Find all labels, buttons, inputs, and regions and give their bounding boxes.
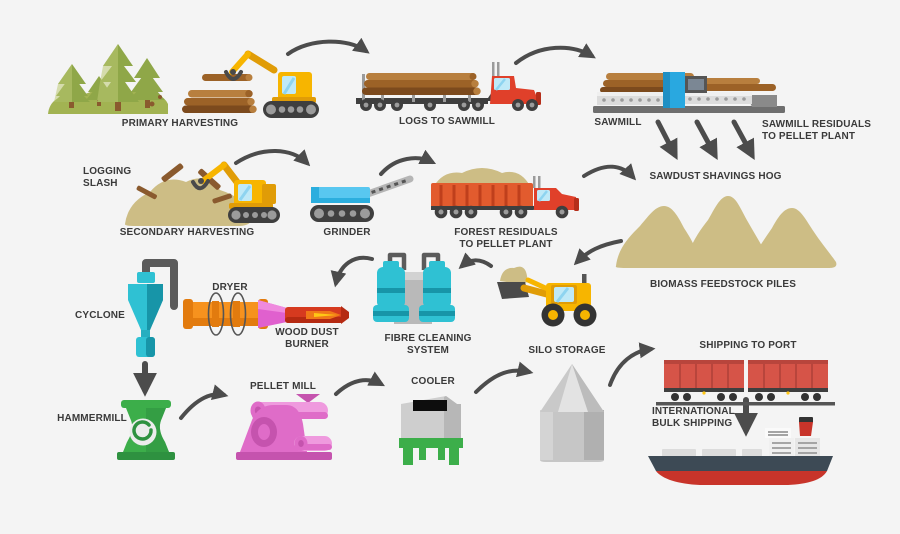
hammermill-icon — [117, 400, 175, 460]
label-logging-slash: LOGGING SLASH — [83, 166, 132, 189]
label-secondary-harvesting: SECONDARY HARVESTING — [119, 227, 255, 238]
label-biomass-feedstock-piles: BIOMASS FEEDSTOCK PILES — [649, 279, 797, 290]
biomass-piles-icon — [615, 196, 837, 268]
arrow-cooler-to-silo — [474, 361, 534, 394]
arrow-silo-to-train — [608, 342, 656, 387]
log-pile-icon — [182, 74, 257, 113]
arrow-grinder-to-truck — [379, 149, 437, 176]
wheel-loader-icon — [497, 266, 597, 327]
dryer-icon — [183, 292, 268, 336]
arrow-harvest-to-truck — [286, 37, 370, 56]
label-fibre-cleaning-system: FIBRE CLEANING SYSTEM — [384, 333, 472, 356]
chip-truck-icon — [431, 168, 579, 219]
arrow-sawmill-sawdust — [655, 119, 678, 161]
silo-icon — [540, 364, 604, 462]
sawmill-icon — [593, 72, 785, 113]
excavator-icon — [224, 50, 319, 118]
label-grinder: GRINDER — [323, 227, 371, 238]
label-sawmill-residuals: SAWMILL RESIDUALS TO PELLET PLANT — [762, 119, 872, 142]
ship-icon — [648, 417, 833, 485]
arrow-fibre-to-dryer — [330, 255, 374, 288]
arrow-truck-to-sawmill — [514, 43, 596, 65]
flow-arrows — [133, 37, 758, 437]
label-hog: HOG — [758, 171, 782, 182]
train-icon — [656, 360, 835, 406]
label-shipping-to-port: SHIPPING TO PORT — [699, 340, 797, 351]
label-pellet-mill: PELLET MILL — [249, 381, 317, 392]
label-shavings: SHAVINGS — [702, 171, 756, 182]
label-hammermill: HAMMERMILL — [57, 413, 127, 424]
pellet-mill-icon — [236, 394, 332, 460]
arrow-biomass-to-loader — [573, 239, 623, 266]
excavator-icon — [191, 161, 280, 223]
label-dryer: DRYER — [212, 282, 248, 293]
fibre-cleaner-icon — [373, 252, 455, 324]
arrow-pelletmill-to-cooler — [334, 371, 385, 396]
label-sawmill: SAWMILL — [594, 117, 642, 128]
label-international-bulk-shipping: INTERNATIONAL BULK SHIPPING — [652, 406, 735, 429]
grinder-icon — [310, 175, 414, 222]
cyclone-icon — [128, 259, 178, 357]
slash-pile-icon — [124, 163, 252, 226]
arrow-slash-to-grinder — [234, 149, 311, 167]
arrow-hammermill-to-pelletmill — [179, 384, 229, 420]
forest-icon — [48, 44, 168, 114]
arrow-loader-to-fibre — [458, 252, 493, 269]
arrow-truck-to-biomass — [582, 163, 637, 181]
label-sawdust: SAWDUST — [649, 171, 701, 182]
arrow-sawmill-hog — [731, 119, 755, 160]
cooler-icon — [399, 396, 463, 465]
log-truck-icon — [356, 62, 541, 111]
label-cooler: COOLER — [411, 376, 455, 387]
label-primary-harvesting: PRIMARY HARVESTING — [121, 118, 239, 129]
label-wood-dust-burner: WOOD DUST BURNER — [275, 327, 339, 350]
burner-icon — [258, 300, 349, 328]
arrow-sawmill-shavings — [694, 119, 718, 160]
label-cyclone: CYCLONE — [75, 310, 125, 321]
label-forest-residuals: FOREST RESIDUALS TO PELLET PLANT — [454, 227, 558, 250]
label-logs-to-sawmill: LOGS TO SAWMILL — [399, 116, 495, 127]
label-silo-storage: SILO STORAGE — [528, 345, 606, 356]
